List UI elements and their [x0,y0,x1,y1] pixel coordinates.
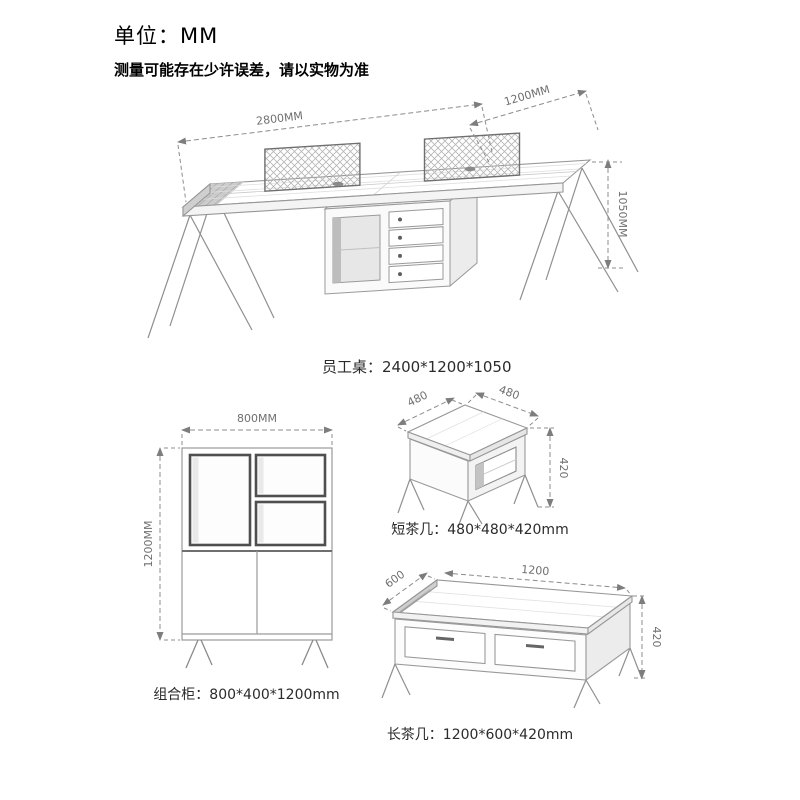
desk-screen-panels [264,132,521,192]
short-table-dim-left-label: 480 [405,388,430,409]
cabinet-dimension-lines [156,426,333,641]
desk-dim-height-label: 1050MM [616,191,629,238]
long-tea-table-caption: 长茶几：1200*600*420mm [386,727,574,743]
long-table-top [391,578,634,636]
desk-caption: 员工桌：2400*1200*1050 [322,358,512,376]
cabinet-dim-width-label: 800MM [237,412,277,425]
short-table-body [409,434,526,502]
short-tea-table-figure: 480 480 420 [397,383,570,528]
short-table-dim-height-label: 420 [557,458,570,479]
unit-title: 单位：MM [114,24,219,48]
desk-cable-grommets [332,166,476,187]
long-table-dim-length-label: 1200 [521,563,550,578]
cabinet-caption: 组合柜：800*400*1200mm [153,687,340,703]
long-table-body [394,601,631,682]
short-table-dimension-lines [397,392,554,508]
long-table-legs [381,647,643,709]
short-table-dim-right-label: 480 [497,383,521,402]
long-table-dimension-lines [382,570,647,679]
desk-dimension-lines [177,89,624,269]
long-table-drawers [404,626,576,672]
cabinet-open-shelves [188,453,327,547]
desk-pedestal [323,176,479,295]
short-tea-table-caption: 短茶几：480*480*420mm [391,522,569,538]
desk-dim-depth-label: 1200MM [503,83,552,109]
cabinet-legs [185,639,329,669]
desk-figure: 2800MM 1200MM 1050MM [147,83,639,339]
disclaimer-text: 测量可能存在少许误差，请以实物为准 [114,61,370,79]
desk-legs [147,167,639,339]
long-table-drawer-handles [436,636,544,649]
long-table-dim-height-label: 420 [650,627,663,648]
long-tea-table-figure: 600 1200 420 [381,563,663,709]
cabinet-figure: 800MM 1200MM [142,412,333,669]
cabinet-dim-height-label: 1200MM [142,521,155,568]
long-table-dim-depth-label: 600 [383,568,408,591]
pedestal-drawer-handles [398,217,402,277]
cabinet-body [181,447,333,641]
pedestal-drawers [388,207,444,284]
short-table-legs [397,474,539,528]
desk-dim-length-label: 2800MM [255,109,303,128]
